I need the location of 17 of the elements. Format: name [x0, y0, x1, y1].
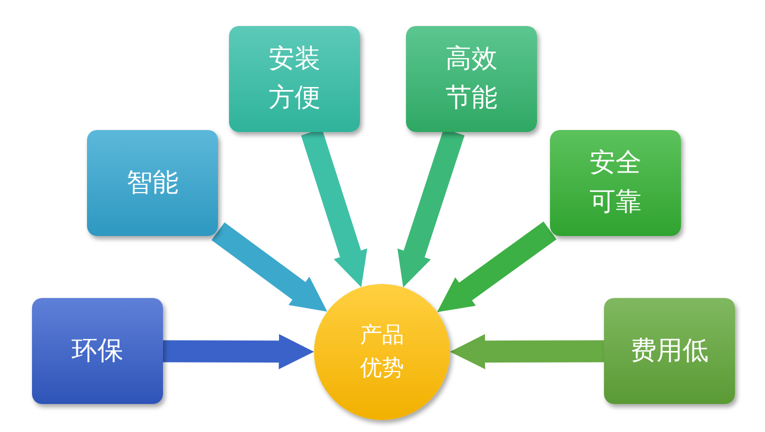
block-arrow	[162, 334, 314, 370]
feature-label: 智能	[126, 166, 180, 200]
feature-label: 费用低	[629, 334, 710, 368]
feature-box	[604, 298, 735, 404]
block-arrow	[450, 334, 604, 370]
feature-label: 高效节能	[444, 43, 498, 115]
feature-box	[550, 130, 681, 236]
feature-box	[229, 26, 360, 132]
feature-label: 产品优势	[358, 322, 405, 383]
block-arrow	[437, 222, 556, 312]
feature-box	[87, 130, 218, 236]
feature-label: 安全可靠	[588, 147, 642, 219]
feature-box	[406, 26, 537, 132]
block-arrow	[211, 222, 328, 312]
feature-label: 安装方便	[268, 43, 322, 115]
feature-box	[32, 298, 163, 404]
feature-label: 环保	[70, 334, 124, 368]
